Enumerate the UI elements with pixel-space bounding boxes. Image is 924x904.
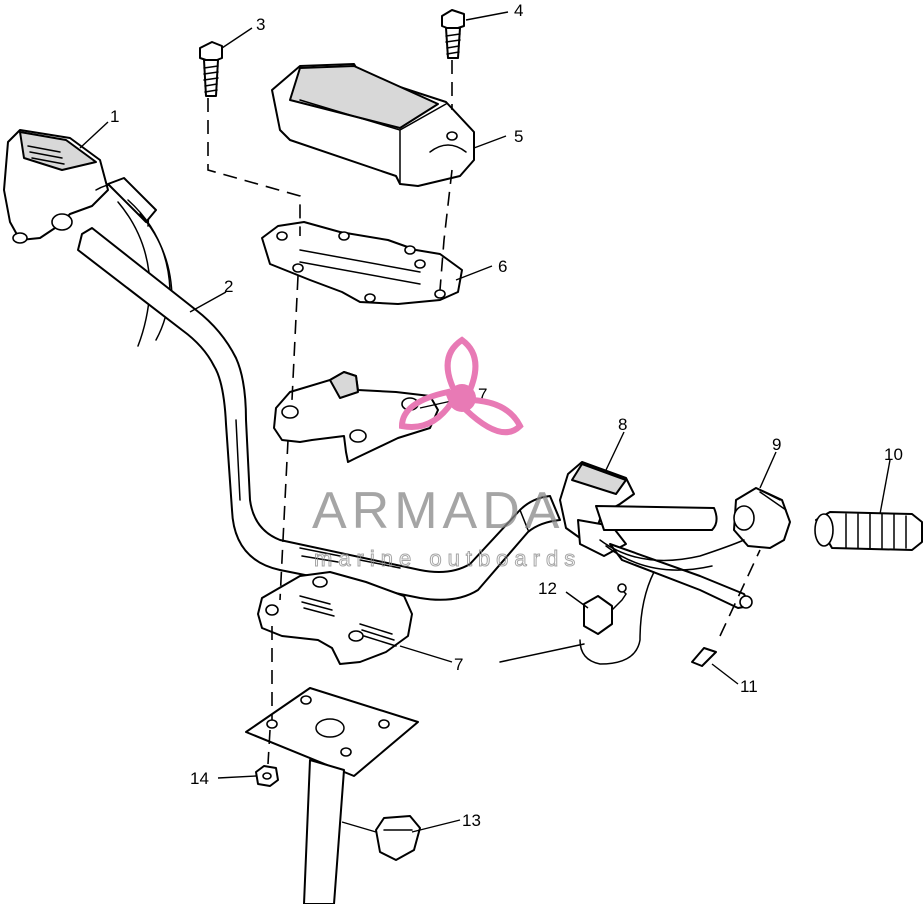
- armada-watermark: ARMADA marine outboards: [312, 336, 581, 572]
- callout-12: 12: [538, 579, 557, 598]
- propeller-logo-icon: [398, 336, 524, 436]
- part-7-lower-clamp: [257, 571, 413, 665]
- part-5-cover: [271, 63, 475, 187]
- part-1-left-control-housing: [3, 129, 157, 244]
- watermark-brand: ARMADA: [312, 482, 564, 540]
- part-7-upper-clamp: [273, 371, 439, 463]
- part-10-grip: [814, 511, 923, 551]
- callout-14: 14: [190, 769, 209, 788]
- part-8-master-cylinder: [519, 461, 753, 609]
- part-14-nut: [255, 765, 279, 787]
- part-12-switch: [583, 583, 627, 635]
- callout-3: 3: [256, 15, 265, 34]
- callout-8: 8: [618, 415, 627, 434]
- part-13-clamp: [375, 815, 421, 861]
- assembly-dashed-lines: [207, 60, 761, 765]
- part-9-throttle-ring: [733, 487, 791, 549]
- callout-9: 9: [772, 435, 781, 454]
- callout-labels: 1 2 3 4 5 6 7 7 8 9 10 11 12 13 14: [110, 1, 903, 830]
- callout-11: 11: [740, 677, 758, 696]
- callout-7-lower: 7: [454, 655, 463, 674]
- watermark-tagline: marine outboards: [314, 546, 581, 571]
- part-11-screw: [691, 647, 717, 667]
- part-6-plate: [261, 221, 463, 305]
- callout-4: 4: [514, 1, 523, 20]
- callout-2: 2: [224, 277, 233, 296]
- leader-lines: [79, 11, 891, 833]
- steering-column-plate: [245, 687, 419, 904]
- callout-10: 10: [884, 445, 903, 464]
- callout-5: 5: [514, 127, 523, 146]
- part-4-bolt: [441, 9, 465, 59]
- callout-13: 13: [462, 811, 481, 830]
- callout-1: 1: [110, 107, 119, 126]
- callout-6: 6: [498, 257, 507, 276]
- throttle-wires: [499, 539, 745, 665]
- part-3-bolt: [199, 41, 223, 97]
- callout-7-upper: 7: [478, 385, 487, 404]
